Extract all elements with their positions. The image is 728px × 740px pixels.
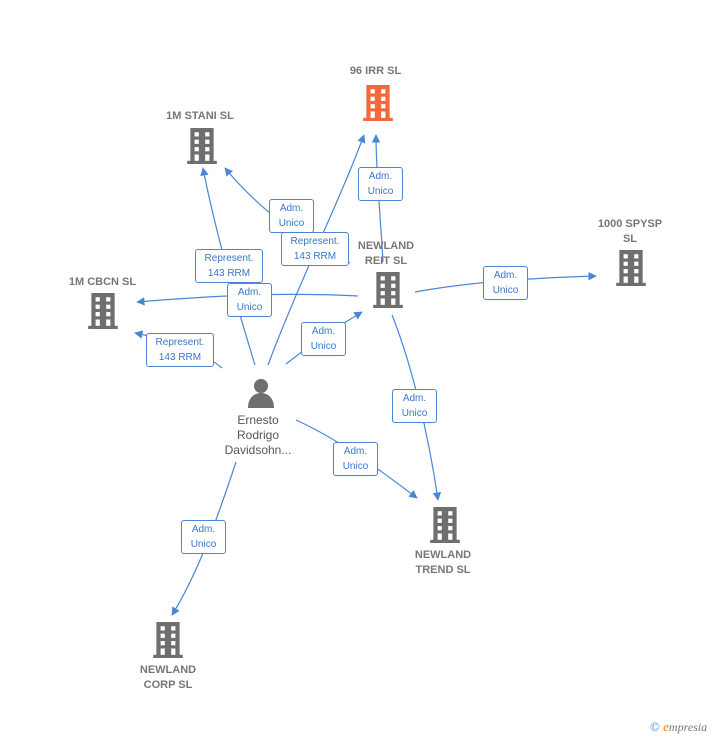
edge-label-person-trend[interactable]: Adm. Unico [333, 442, 378, 476]
node-label-spysp[interactable]: 1000 SPYSP SL [597, 218, 663, 245]
edge-label-reit-spysp[interactable]: Adm. Unico [483, 266, 528, 300]
node-label-irr96[interactable]: 96 IRR SL [349, 65, 402, 77]
person-label[interactable]: Ernesto Rodrigo Davidsohn... [224, 413, 292, 457]
copyright-icon: © [650, 719, 660, 734]
building-icon-irr96[interactable] [363, 85, 393, 121]
node-label-corp[interactable]: NEWLAND CORP SL [139, 664, 197, 691]
edge-label-person-irr[interactable]: Represent. 143 RRM [281, 232, 349, 266]
edge-label-person-cbcn[interactable]: Represent. 143 RRM [146, 333, 214, 367]
building-icon-stani[interactable] [187, 128, 217, 164]
empresia-logo: © empresia [650, 719, 707, 735]
node-label-trend[interactable]: NEWLAND TREND SL [414, 549, 472, 576]
brand-mark: e [663, 719, 669, 734]
edge-label-reit-cbcn[interactable]: Adm. Unico [227, 283, 272, 317]
node-label-reit[interactable]: NEWLAND REIT SL [357, 240, 415, 267]
brand-name: mpresia [668, 720, 708, 734]
building-icon-reit[interactable] [373, 272, 403, 308]
building-icon-trend[interactable] [430, 507, 460, 543]
building-icon-corp[interactable] [153, 622, 183, 658]
person-icon[interactable] [248, 379, 274, 408]
edge-label-reit-irr[interactable]: Adm. Unico [358, 167, 403, 201]
node-label-cbcn[interactable]: 1M CBCN SL [68, 276, 137, 288]
node-label-stani[interactable]: 1M STANI SL [166, 110, 234, 122]
edge-label-person-stani[interactable]: Represent. 143 RRM [195, 249, 263, 283]
edge-label-reit-stani[interactable]: Adm. Unico [269, 199, 314, 233]
edge-label-person-reit[interactable]: Adm. Unico [301, 322, 346, 356]
building-icon-cbcn[interactable] [88, 293, 118, 329]
edge-label-person-corp[interactable]: Adm. Unico [181, 520, 226, 554]
building-icon-spysp[interactable] [616, 250, 646, 286]
edge-label-reit-trend[interactable]: Adm. Unico [392, 389, 437, 423]
